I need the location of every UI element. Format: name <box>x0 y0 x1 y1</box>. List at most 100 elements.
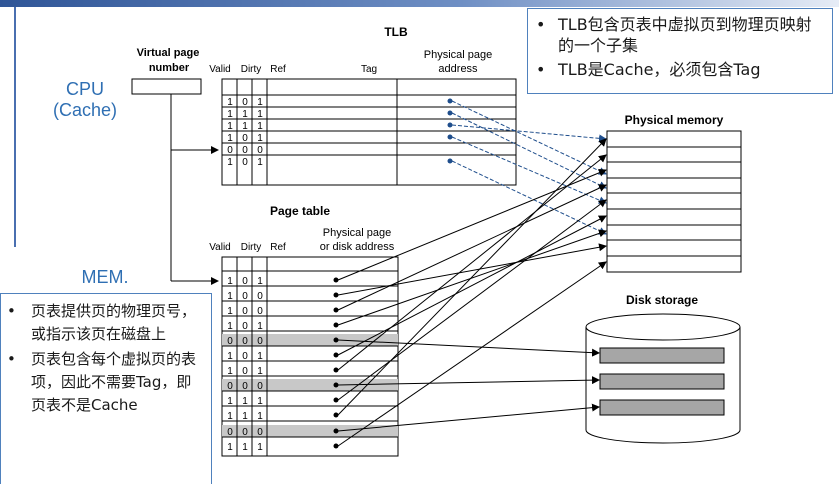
pt-pointer-dot <box>333 428 339 434</box>
tlb-header-physical-line2: address <box>438 63 478 75</box>
pt-cell-dirty: 1 <box>242 396 248 407</box>
tlb-rows: 1 0 1 1 1 1 1 1 1 1 0 <box>222 97 516 168</box>
physical-memory-title: Physical memory <box>625 113 724 127</box>
tlb-note-item: • TLB包含页表中虚拟页到物理页映射的一个子集 <box>536 14 824 56</box>
pt-cell-ref: 1 <box>257 276 263 287</box>
tlb-header-dirty: Dirty <box>241 64 262 75</box>
pt-pointer-dot <box>333 443 339 449</box>
tlb-cell-valid: 1 <box>227 97 233 108</box>
page-table-row: 1 1 1 <box>222 396 398 407</box>
pt-cell-valid: 1 <box>227 321 233 332</box>
pt-pointer-dot <box>333 337 339 343</box>
page-table-note-item: • 页表包含每个虚拟页的表项，因此不需要Tag，即页表不是Cache <box>7 348 205 417</box>
pt-cell-dirty: 0 <box>242 276 248 287</box>
tlb-map-arrow <box>451 136 607 204</box>
tlb-map-arrow <box>451 112 607 189</box>
pt-cell-valid: 1 <box>227 442 233 453</box>
tlb-pointer-dot <box>447 134 453 140</box>
bullet-icon: • <box>536 15 546 34</box>
pt-pointer-dot <box>333 352 339 358</box>
page-table-mappings <box>337 138 607 447</box>
page-table-note-text: 页表包含每个虚拟页的表项，因此不需要Tag，即页表不是Cache <box>31 350 197 414</box>
pt-disk-arrow <box>337 403 600 432</box>
page-table-outline <box>221 256 399 457</box>
virtual-page-label-line1: Virtual page <box>137 47 200 59</box>
pt-cell-valid: 0 <box>227 381 233 392</box>
mem-label: MEM. <box>81 267 129 287</box>
pt-cell-valid: 1 <box>227 351 233 362</box>
pt-cell-ref: 0 <box>257 336 263 347</box>
page-table-header-ref: Ref <box>270 242 286 253</box>
shaded-row <box>222 334 398 346</box>
page-table-row: 1 0 1 <box>222 366 398 377</box>
tlb-row: 0 0 0 <box>222 145 516 156</box>
tlb-row: 1 0 1 <box>227 157 453 168</box>
tlb-cell-dirty: 0 <box>242 157 248 168</box>
page-table-note-list: • 页表提供页的物理页号，或指示该页在磁盘上 • 页表包含每个虚拟页的表项，因此… <box>7 300 205 417</box>
tlb-cell-ref: 1 <box>257 97 263 108</box>
pt-cell-valid: 1 <box>227 276 233 287</box>
pt-map-arrow <box>337 184 607 311</box>
tlb-note-list: • TLB包含页表中虚拟页到物理页映射的一个子集 • TLB是Cache，必须包… <box>536 14 824 80</box>
tlb-row: 1 1 1 <box>222 109 516 120</box>
page-table-header-physical-line2: or disk address <box>320 241 395 253</box>
pt-cell-valid: 1 <box>227 366 233 377</box>
tlb-cell-ref: 1 <box>257 121 263 132</box>
tlb-header-tag: Tag <box>361 64 377 75</box>
pt-map-arrow <box>337 138 607 416</box>
pt-cell-valid: 0 <box>227 427 233 438</box>
page-table: 1 0 1 1 0 0 1 0 0 1 0 <box>221 256 399 457</box>
pt-disk-arrow <box>337 376 600 386</box>
tlb-outline <box>221 78 517 186</box>
tlb-mappings <box>451 100 607 235</box>
pt-pointer-dot <box>333 322 339 328</box>
tlb-cell-dirty: 0 <box>242 145 248 156</box>
pt-pointer-dot <box>333 292 339 298</box>
tlb-note-callout: • TLB包含页表中虚拟页到物理页映射的一个子集 • TLB是Cache，必须包… <box>527 8 833 94</box>
pt-map-arrow <box>337 199 607 401</box>
tlb-table: 1 0 1 1 1 1 1 1 1 1 0 <box>221 78 517 186</box>
pt-map-arrow <box>337 261 607 447</box>
pt-cell-dirty: 0 <box>242 321 248 332</box>
page-table-row: 1 1 1 <box>222 411 398 422</box>
page-table-row: 1 0 1 <box>222 321 398 332</box>
tlb-pointer-dot <box>447 158 453 164</box>
pt-cell-ref: 0 <box>257 291 263 302</box>
pt-cell-valid: 1 <box>227 291 233 302</box>
page-table-title: Page table <box>270 204 330 218</box>
disk-cylinder-top <box>585 313 741 341</box>
tlb-header-physical-line1: Physical page <box>424 49 493 61</box>
tlb-cell-valid: 0 <box>227 145 233 156</box>
tlb-row: 1 0 1 <box>222 133 516 144</box>
pt-pointer-dot <box>333 307 339 313</box>
tlb-cell-dirty: 0 <box>242 97 248 108</box>
tlb-pointer-dot <box>447 98 453 104</box>
tlb-cell-valid: 1 <box>227 157 233 168</box>
shaded-row <box>222 425 398 437</box>
pt-map-arrow <box>337 215 607 356</box>
pt-pointer-dot <box>333 382 339 388</box>
pt-cell-valid: 0 <box>227 336 233 347</box>
pt-cell-dirty: 0 <box>242 351 248 362</box>
pt-cell-valid: 1 <box>227 396 233 407</box>
pt-cell-dirty: 0 <box>242 381 248 392</box>
tlb-row: 1 0 1 <box>222 97 516 108</box>
tlb-cell-dirty: 0 <box>242 133 248 144</box>
pt-cell-ref: 1 <box>257 396 263 407</box>
virtual-page-number-box <box>131 78 202 95</box>
tlb-cell-ref: 1 <box>257 157 263 168</box>
page-table-note-text: 页表提供页的物理页号，或指示该页在磁盘上 <box>31 302 197 343</box>
pt-map-arrow <box>337 229 607 326</box>
tlb-pointer-dot <box>447 110 453 116</box>
cpu-cache-label: CPU (Cache) <box>40 79 130 121</box>
disk-block <box>599 399 725 416</box>
bullet-icon: • <box>7 350 16 368</box>
pt-cell-ref: 1 <box>257 351 263 362</box>
tlb-cell-ref: 1 <box>257 109 263 120</box>
physical-memory <box>606 130 742 273</box>
pt-cell-dirty: 1 <box>242 442 248 453</box>
tlb-row: 1 1 1 <box>222 121 516 132</box>
pt-map-arrow <box>337 243 607 296</box>
pt-cell-ref: 1 <box>257 321 263 332</box>
bullet-icon: • <box>7 302 16 320</box>
